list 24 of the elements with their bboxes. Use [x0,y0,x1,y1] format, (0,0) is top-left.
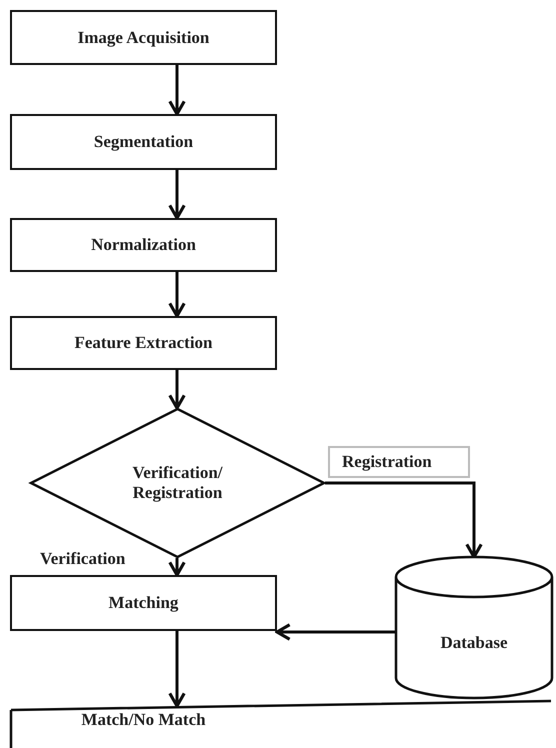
node-label: Matching [108,593,178,613]
manual-input-box [10,700,552,748]
database-cylinder [395,557,553,698]
node-label: Image Acquisition [78,28,210,48]
node-label: Feature Extraction [74,333,212,353]
node-label: Verification/ Registration [131,463,224,503]
process-box [10,114,277,170]
arrow [168,272,186,318]
edge-label: Registration [328,446,470,478]
node-label: Match/No Match [81,710,206,730]
process-box [10,10,277,65]
arrow [275,623,395,641]
arrow [168,558,186,577]
process-box [10,316,277,370]
arrow [168,631,186,708]
arrow [168,370,186,410]
node-label: Segmentation [94,132,194,152]
arrow [168,65,186,116]
node-label: Database [440,632,508,652]
arrow [325,482,483,559]
arrow [168,170,186,220]
node-label: Normalization [91,235,196,255]
process-box [10,575,277,631]
process-box [10,218,277,272]
